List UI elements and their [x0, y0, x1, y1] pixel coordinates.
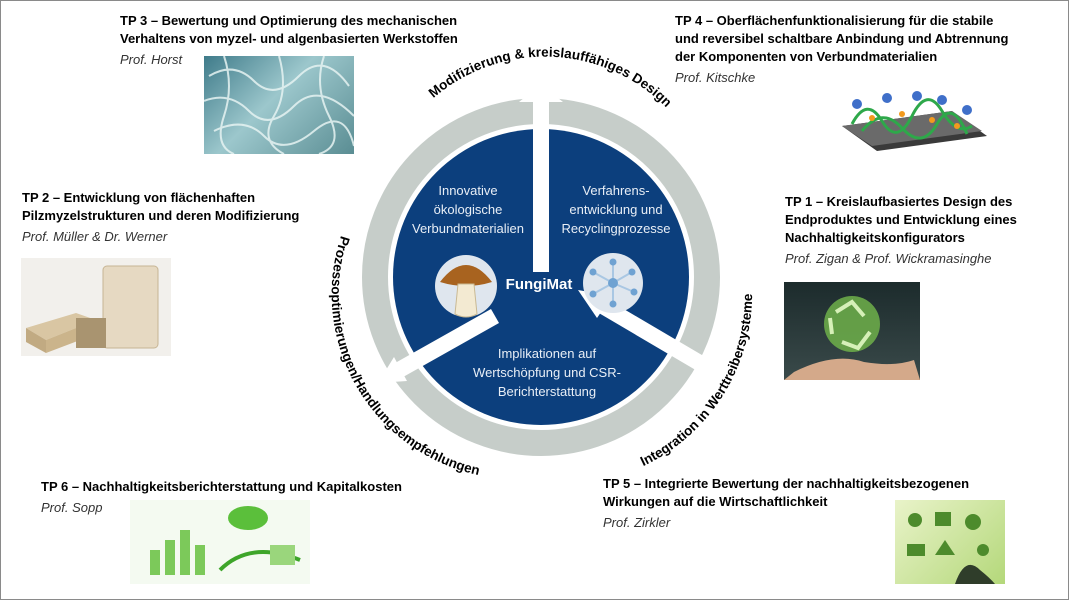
- tp6-title: TP 6 – Nachhaltigkeitsberichterstattung …: [41, 479, 402, 494]
- segment-left-line-3: Verbundmaterialien: [412, 221, 524, 236]
- tp2-image: [21, 258, 171, 356]
- arrow-left: [388, 309, 499, 381]
- green-icons-icon: [907, 512, 995, 584]
- tp4-prof: Prof. Kitschke: [675, 70, 756, 85]
- tp4-block: TP 4 – Oberflächenfunktionalisierung für…: [675, 12, 1008, 87]
- tp1-prof: Prof. Zigan & Prof. Wickramasinghe: [785, 251, 992, 266]
- tp2-title: TP 2 – Entwicklung von flächenhaften Pil…: [22, 190, 300, 223]
- segment-left-line-2: ökologische: [434, 202, 503, 217]
- segment-bottom-line-3: Berichterstattung: [498, 384, 596, 399]
- tp3-title: TP 3 – Bewertung und Optimierung des mec…: [120, 13, 458, 46]
- mycelium-blocks-icon: [26, 265, 159, 353]
- surface-molecules-icon: [842, 91, 987, 151]
- center-circle: [393, 129, 689, 425]
- tp3-block: TP 3 – Bewertung und Optimierung des mec…: [120, 12, 458, 69]
- tp5-block: TP 5 – Integrierte Bewertung der nachhal…: [603, 475, 969, 532]
- segment-bottom-line-1: Implikationen auf: [498, 346, 597, 361]
- tp5-prof: Prof. Zirkler: [603, 515, 671, 530]
- arrow-left-head: [378, 357, 407, 383]
- tp3-prof: Prof. Horst: [120, 52, 183, 67]
- tp1-title: TP 1 – Kreislaufbasiertes Design des End…: [785, 194, 1017, 245]
- tp6-block: TP 6 – Nachhaltigkeitsberichterstattung …: [41, 478, 402, 517]
- arrow-top-head: [519, 84, 563, 102]
- tp2-block: TP 2 – Entwicklung von flächenhaften Pil…: [22, 189, 299, 246]
- arrow-top: [533, 95, 549, 272]
- arrow-right: [592, 295, 707, 372]
- mushroom-icon: [435, 255, 497, 318]
- green-charts-icon: [150, 506, 301, 575]
- tp5-title: TP 5 – Integrierte Bewertung der nachhal…: [603, 476, 970, 509]
- segment-left-line-1: Innovative: [438, 183, 497, 198]
- tp6-image: [130, 500, 310, 584]
- network-icon: [583, 253, 643, 313]
- tp3-image: [204, 56, 354, 154]
- tp4-title: TP 4 – Oberflächenfunktionalisierung für…: [675, 13, 1009, 64]
- tp1-image: [784, 282, 920, 380]
- tp5-image: [895, 500, 1005, 584]
- mycelium-texture-icon: [204, 56, 354, 154]
- segment-right-line-2: entwicklung und: [569, 202, 662, 217]
- tp6-prof: Prof. Sopp: [41, 500, 103, 515]
- tp1-block: TP 1 – Kreislaufbasiertes Design des End…: [785, 193, 1017, 268]
- recycle-globe-hand-icon: [784, 296, 920, 380]
- tp4-image: [832, 86, 992, 154]
- segment-bottom-line-2: Wertschöpfung und CSR-: [473, 365, 621, 380]
- center-label: FungiMat: [506, 276, 573, 293]
- tp2-prof: Prof. Müller & Dr. Werner: [22, 229, 168, 244]
- segment-right-line-1: Verfahrens-: [582, 183, 649, 198]
- segment-right-line-3: Recyclingprozesse: [561, 221, 670, 236]
